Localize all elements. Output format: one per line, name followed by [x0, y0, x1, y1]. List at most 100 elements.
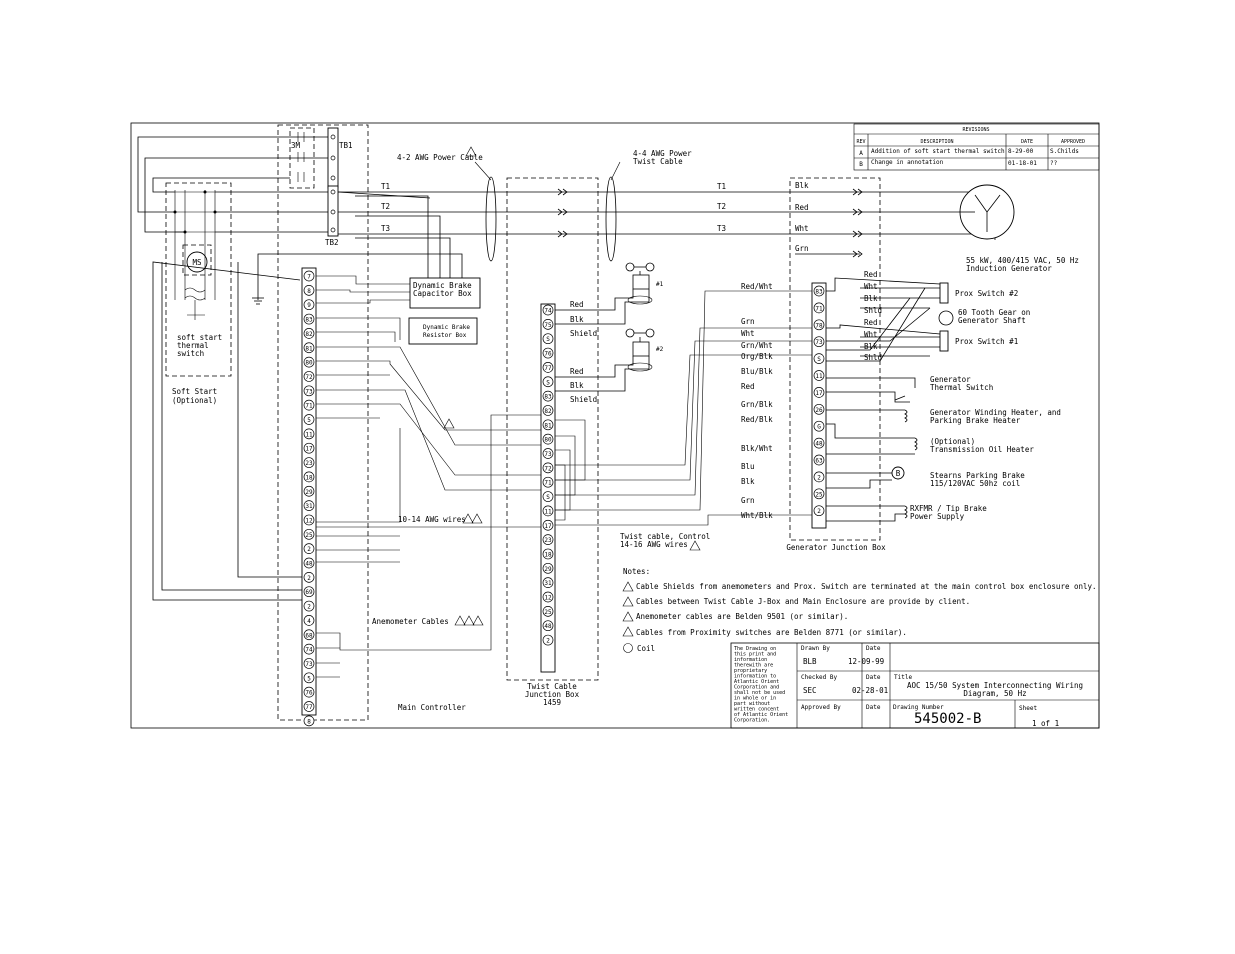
main-controller-terminal-label: 29 — [305, 489, 313, 496]
main-controller-terminal — [303, 428, 315, 440]
gen-thermal-label-2: Thermal Switch — [930, 383, 993, 392]
prox2-wire-wht: Wht — [864, 282, 878, 291]
proprietary-line: information — [734, 657, 767, 663]
proprietary-line: proprietary — [734, 668, 767, 674]
prox1-wire-wht: Wht — [864, 330, 878, 339]
rev-b: B — [859, 161, 863, 168]
wht-line-label: Wht — [795, 224, 809, 233]
main-controller-terminal-label: 81 — [305, 345, 313, 352]
proprietary-line: of Atlantic Orient — [734, 712, 788, 718]
main-controller-terminal — [303, 371, 315, 382]
power-cable-label: 4-2 AWG Power Cable — [397, 153, 483, 162]
gen-junction-wire-label: Grn — [741, 496, 755, 505]
twist-junction-terminal-label: 48 — [544, 623, 552, 630]
proprietary-line: Corporation. — [734, 718, 770, 724]
generator-junction-terminal — [813, 370, 825, 381]
generator-junction-terminal — [813, 454, 825, 466]
tip-brake-label-1: RXFMR / Tip Brake — [910, 504, 987, 513]
revisions-table: REVISIONS REV DESCRIPTION DATE APPROVED … — [853, 123, 1100, 171]
main-controller-terminal — [303, 557, 315, 569]
twist-junction-terminal-label: 31 — [544, 580, 552, 587]
tj-wire-blk-1: Blk — [570, 315, 584, 324]
tj-wire-red-1: Red — [570, 300, 584, 309]
proprietary-line: part without — [734, 701, 770, 707]
note-triangle-2 — [689, 540, 701, 551]
rev-a: A — [859, 150, 863, 157]
generator-junction-terminal — [813, 488, 825, 500]
prox-wiring — [826, 277, 941, 362]
rev-b-description: Change in annotation — [871, 159, 944, 166]
main-controller-terminal-label: 83 — [305, 317, 313, 324]
twist-junction-terminal — [542, 419, 554, 431]
motor-label: MS — [192, 258, 202, 267]
main-controller-terminal-label: 4 — [307, 618, 311, 625]
approved-header: APPROVED — [1061, 139, 1085, 145]
main-controller-terminal-label: 73 — [305, 388, 313, 395]
main-controller-terminal — [303, 471, 315, 483]
main-controller-terminal — [303, 629, 315, 641]
gen-junction-wire-label: Blk/Wht — [741, 444, 773, 453]
twist-junction-terminal-label: S — [546, 379, 550, 386]
generator-junction-terminal-label: 26 — [815, 407, 823, 414]
generator-junction-label: Generator Junction Box — [786, 543, 886, 552]
main-controller-terminal-label: 8 — [307, 718, 311, 725]
main-controller-terminal-label: 5 — [307, 675, 311, 682]
checked-by-label: Checked By — [801, 674, 838, 681]
dynamic-brake-resistor-box — [408, 317, 478, 345]
gen-junction-wire-label: Org/Blk — [741, 352, 773, 361]
soft-start-label-1: Soft Start — [172, 387, 217, 396]
twist-junction-terminal — [542, 505, 554, 517]
proprietary-line: The Drawing on — [734, 646, 776, 652]
gen-junction-wire-label: Grn/Blk — [741, 400, 773, 409]
main-controller-terminal — [303, 615, 315, 626]
prox2-wire-red: Red — [864, 270, 878, 279]
twist-junction-terminal — [542, 562, 554, 574]
twist-cable-label-2: Twist Cable — [633, 157, 683, 166]
main-controller-terminal — [303, 658, 315, 669]
tj-wire-shield-2: Shield — [570, 395, 597, 404]
main-controller-terminal — [303, 500, 315, 511]
t3-right-label: T3 — [717, 224, 726, 233]
generator-junction-terminal-label: S — [817, 356, 821, 363]
sheet-label: Sheet — [1019, 705, 1037, 712]
drawing-border — [130, 122, 1100, 729]
twist-cable-label-1: 4-4 AWG Power — [633, 149, 692, 158]
main-controller-terminal — [303, 715, 315, 727]
main-controller-label: Main Controller — [398, 703, 466, 712]
proprietary-line: this print and — [734, 652, 776, 658]
main-controller-terminal-label: 2 — [307, 604, 311, 611]
trans-heater-label-1: (Optional) — [930, 437, 975, 446]
twist-junction-terminal-label: 75 — [544, 322, 552, 329]
drawing-title-1: AOC 15/50 System Interconnecting Wiring — [907, 681, 1083, 690]
revisions-title: REVISIONS — [962, 127, 989, 133]
generator-label-1: 55 kW, 400/415 VAC, 50 Hz — [966, 256, 1079, 265]
twist-junction-terminal — [542, 534, 554, 545]
twist-junction-terminal-label: 11 — [544, 508, 552, 515]
main-controller-terminal — [303, 313, 315, 325]
main-controller-terminal-label: 18 — [305, 474, 313, 481]
power-line-arrows — [557, 188, 863, 258]
main-controller-terminal — [303, 414, 315, 425]
main-controller-terminal-label: 25 — [305, 532, 313, 539]
t3-left-label: T3 — [381, 224, 390, 233]
main-controller-terminal — [303, 528, 315, 540]
main-controller-terminal — [303, 342, 315, 354]
rev-a-date: 8-29-00 — [1008, 148, 1034, 155]
note-triangle-ref — [443, 418, 455, 429]
generator-junction-terminal-label: 71 — [815, 305, 823, 312]
motor-enclosure — [182, 244, 212, 276]
main-controller-terminal-label: 31 — [305, 503, 313, 510]
soft-start-box — [165, 182, 232, 377]
checked-date-value: 02-28-01 — [852, 686, 888, 695]
t2-left-label: T2 — [381, 202, 390, 211]
prox-switch-2 — [939, 282, 949, 304]
rev-b-date: 01-18-01 — [1008, 160, 1037, 167]
resistor-box-label-2: Resistor Box — [423, 332, 467, 339]
generator-junction-terminal-label: 11 — [815, 373, 823, 380]
note-3: Anemometer cables are Belden 9501 (or si… — [636, 612, 848, 621]
contactor-3m-contacts — [297, 132, 305, 182]
main-controller-terminal-label: 17 — [305, 446, 313, 453]
twist-junction-terminal — [542, 462, 554, 474]
